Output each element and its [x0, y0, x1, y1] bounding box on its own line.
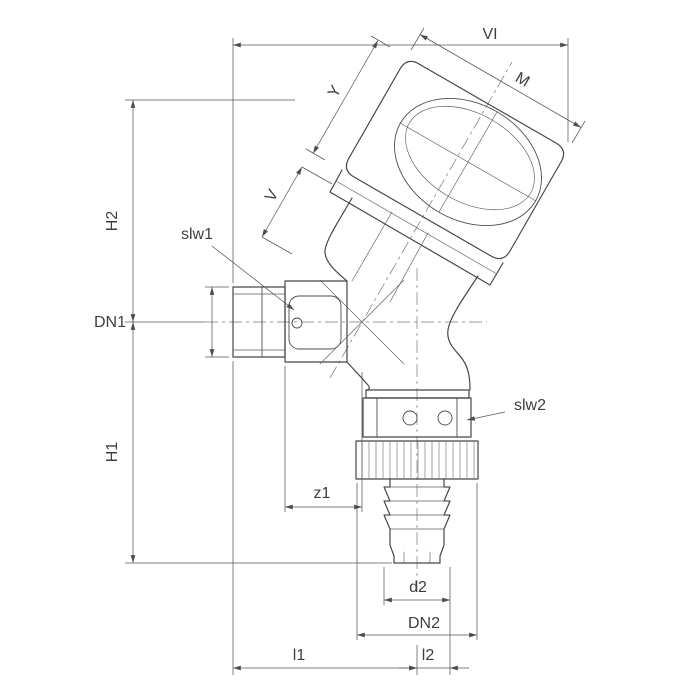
- slw2-leader-line: [466, 411, 506, 421]
- union-nut-detail-right: [437, 410, 453, 426]
- y-dimension-line: [345, 40, 379, 98]
- dim-label-l2: l2: [422, 647, 435, 664]
- dimension-lines: [130, 34, 582, 671]
- dim-label-z1: z1: [314, 485, 331, 502]
- port-hex-nut: [284, 280, 348, 363]
- neck-inner-lines: [351, 211, 429, 303]
- m-extension-lines: [410, 27, 586, 144]
- v-dimension-line: [261, 201, 283, 238]
- centerlines: [205, 61, 513, 592]
- knurl-lines: [361, 441, 475, 479]
- z1-extension-lines: [284, 366, 363, 512]
- dim-label-dn1: DN1: [94, 314, 126, 331]
- barb-ridge-lines: [383, 486, 451, 530]
- vi-extension-lines: [232, 38, 569, 283]
- y-dimension-line: [312, 96, 346, 154]
- d2-extension-lines: [383, 567, 451, 675]
- port-thread-lines: [232, 293, 286, 351]
- knob-face-axis-lines: [399, 111, 537, 213]
- dim-label-vi: VI: [482, 26, 497, 43]
- body-lower-left-edge: [346, 361, 370, 391]
- barb-right-profile: [439, 478, 451, 564]
- handle-axis-centerline: [329, 61, 513, 379]
- neck-left-edge: [324, 197, 353, 282]
- m-dimension-line: [500, 80, 582, 128]
- barb-left-profile: [383, 478, 395, 564]
- union-nut-flat-lines: [376, 397, 458, 438]
- y-extension-lines: [305, 35, 391, 161]
- dim-label-h1: H1: [104, 442, 121, 463]
- dim-label-h2: H2: [104, 211, 121, 232]
- slw1-leader-line: [211, 245, 295, 311]
- v-extension-lines: [261, 166, 333, 255]
- union-nut-detail-left: [402, 410, 418, 426]
- port-weep-hole: [291, 317, 303, 329]
- dim-label-d2: d2: [409, 579, 427, 596]
- dim-label-l1: l1: [293, 647, 306, 664]
- body-cross-lines: [319, 279, 405, 365]
- h2-extension-lines: [125, 99, 295, 323]
- dim-label-m: M: [512, 69, 532, 90]
- m-dimension-line: [419, 34, 501, 82]
- v-dimension-line: [281, 166, 303, 203]
- neck-right-edge: [447, 275, 479, 391]
- extension-lines: [125, 27, 586, 675]
- outlet-flange: [365, 389, 470, 399]
- knurled-ring: [355, 440, 479, 480]
- dim-label-y: Y: [325, 83, 345, 101]
- dim-label-dn2: DN2: [408, 615, 440, 632]
- dim-label-v: V: [262, 187, 282, 205]
- barb-bore-lines: [403, 551, 431, 564]
- knob-skirt-midline: [335, 180, 498, 275]
- dn1-extension-lines: [205, 286, 229, 358]
- valve-outline: [232, 60, 565, 564]
- dim-label-slw2: slw2: [514, 397, 546, 414]
- dimension-labels: VI M Y V H2 slw1 DN1 H1 z1 slw2 d2 DN2 l…: [94, 26, 546, 664]
- knob-outline: [345, 60, 565, 260]
- dim-label-slw1: slw1: [181, 226, 213, 243]
- port-hex-flat-inset: [288, 295, 342, 350]
